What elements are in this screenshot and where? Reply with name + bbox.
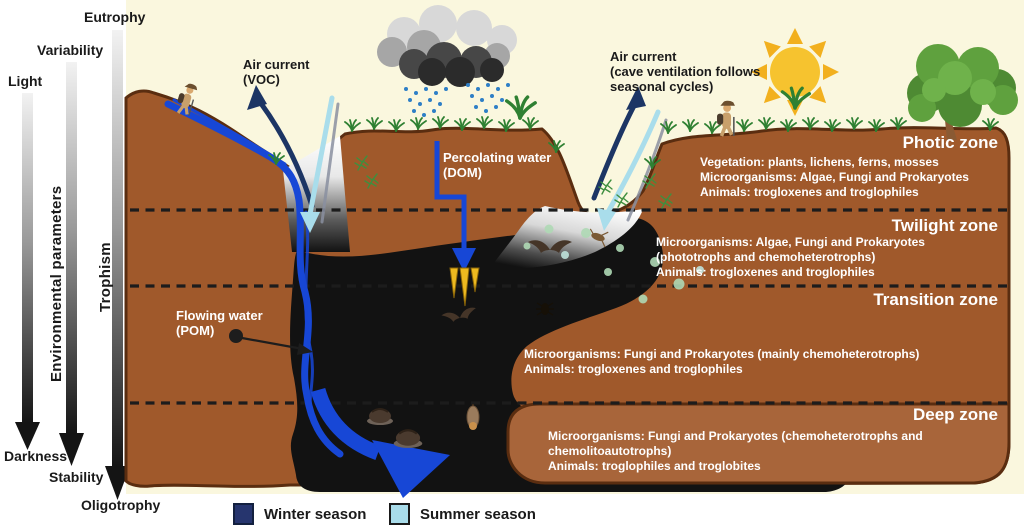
photic-zone-desc: Vegetation: plants, lichens, ferns, moss… xyxy=(700,155,969,199)
speleothem-icon xyxy=(449,267,480,307)
flowing-water-arrowhead xyxy=(372,440,450,498)
darkness-label: Darkness xyxy=(4,448,68,464)
eutrophy-oligotrophy-arrow xyxy=(105,30,130,500)
rain-drops xyxy=(404,83,510,117)
variability-stability-arrow xyxy=(59,62,84,466)
percolating-water-line xyxy=(434,141,467,251)
sun-icon xyxy=(732,9,858,135)
cricket-icon xyxy=(589,228,609,248)
photic-zone-title: Photic zone xyxy=(902,133,998,152)
percolating-water-label: Percolating water (DOM) xyxy=(443,150,552,180)
beetle-icon xyxy=(536,302,554,316)
flowing-water-arrow xyxy=(310,387,381,461)
light-label: Light xyxy=(8,73,43,89)
deep-zone-rock xyxy=(506,402,1011,485)
rain-cloud-icon xyxy=(377,5,517,117)
flowing-water-label: Flowing water (POM) xyxy=(176,308,263,338)
stability-label: Stability xyxy=(49,469,104,485)
flowing-water-pointer xyxy=(229,329,313,355)
summer-season-label: Summer season xyxy=(420,506,536,523)
summer-air-current-arrows xyxy=(300,95,661,233)
transition-zone-desc: Microorganisms: Fungi and Prokaryotes (m… xyxy=(524,347,920,376)
twilight-zone-desc: Microorganisms: Algae, Fungi and Prokary… xyxy=(656,235,925,279)
deep-zone-title: Deep zone xyxy=(912,405,998,424)
air-current-voc-label: Air current (VOC) xyxy=(243,57,310,87)
light-darkness-arrow xyxy=(15,93,40,450)
environmental-parameters-axis: Environmental parameters xyxy=(48,185,65,382)
percolating-water-arrowhead xyxy=(452,248,476,272)
trophism-axis: Trophism xyxy=(97,242,114,312)
winter-season-swatch xyxy=(233,503,254,525)
tree-icon xyxy=(907,44,1018,140)
oligotrophy-label: Oligotrophy xyxy=(81,497,161,513)
variability-label: Variability xyxy=(37,42,104,58)
moss-patches xyxy=(523,224,704,304)
winter-air-current-arrows xyxy=(247,85,646,209)
air-current-strands xyxy=(320,102,668,224)
hanging-bat xyxy=(466,404,480,430)
summer-season-swatch xyxy=(389,503,410,525)
eutrophy-label: Eutrophy xyxy=(84,9,146,25)
winter-season-label: Winter season xyxy=(264,506,367,523)
transition-zone-title: Transition zone xyxy=(873,290,998,309)
zone-boundary-lines xyxy=(130,208,1007,405)
air-current-seasonal-label: Air current (cave ventilation follows se… xyxy=(610,49,761,94)
deep-zone-desc: Microorganisms: Fungi and Prokaryotes (c… xyxy=(548,429,923,473)
roosting-bats xyxy=(367,408,423,448)
twilight-zone-title: Twilight zone xyxy=(891,216,998,235)
